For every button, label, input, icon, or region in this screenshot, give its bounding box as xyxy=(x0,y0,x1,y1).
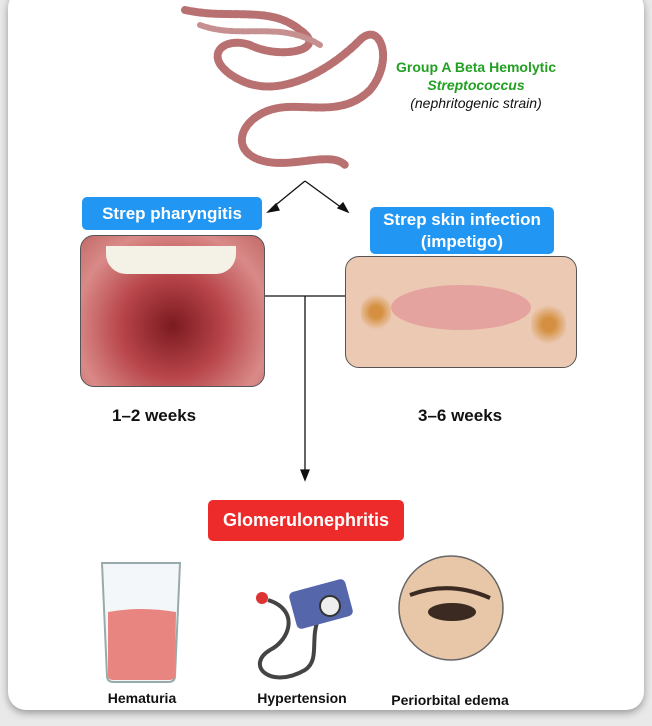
impetigo-photo xyxy=(345,256,577,368)
strep-pharyngitis-label: Strep pharyngitis xyxy=(82,197,262,230)
organism-line3: (nephritogenic strain) xyxy=(410,95,542,111)
periorbital-edema-label: Periorbital edema xyxy=(391,692,509,708)
glomerulonephritis-label: Glomerulonephritis xyxy=(208,500,404,541)
beaker-image xyxy=(100,562,182,683)
organism-line1: Group A Beta Hemolytic xyxy=(396,59,556,75)
pharyngitis-latency: 1–2 weeks xyxy=(112,406,197,425)
connector-arrows xyxy=(264,180,350,482)
organism-line2: Streptococcus xyxy=(427,77,525,93)
strep-skin-infection-label: Strep skin infection (impetigo) xyxy=(370,207,554,254)
pharyngitis-photo xyxy=(80,235,265,387)
hematuria-label: Hematuria xyxy=(107,690,177,706)
skin-infection-line1: Strep skin infection xyxy=(383,210,541,229)
skin-infection-line2: (impetigo) xyxy=(420,232,504,251)
streptococcus-chain-image xyxy=(181,6,388,169)
impetigo-latency: 3–6 weeks xyxy=(418,406,503,425)
organism-title: Group A Beta Hemolytic Streptococcus (ne… xyxy=(360,58,592,112)
blood-pressure-cuff-image xyxy=(256,579,353,680)
periorbital-edema-image xyxy=(398,555,504,661)
hypertension-label: Hypertension xyxy=(257,690,347,706)
